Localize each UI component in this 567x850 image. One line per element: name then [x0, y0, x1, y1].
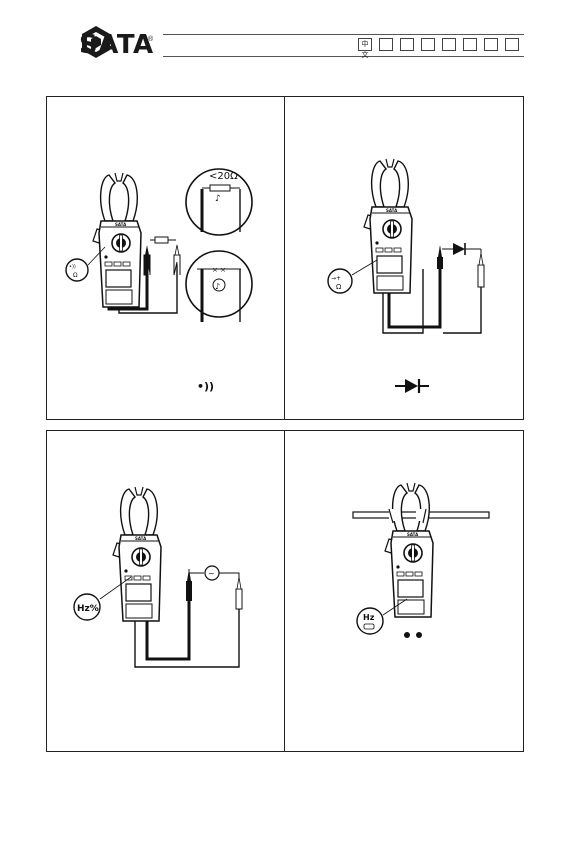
- language-tab[interactable]: [421, 38, 435, 51]
- dial-ohm-label: Ω: [336, 283, 342, 291]
- language-tab[interactable]: [400, 38, 414, 51]
- header-bottom-rule: [163, 56, 524, 57]
- language-tab[interactable]: [484, 38, 498, 51]
- panel-frequency-current: ~ Hz% Hz: [46, 430, 524, 752]
- header-top-rule: [163, 34, 524, 35]
- diode-symbol-icon: [395, 379, 429, 393]
- beep-note-icon: ♪: [215, 194, 221, 204]
- frequency-diagram: ~ Hz%: [47, 431, 284, 751]
- language-tab-zh[interactable]: 中文: [358, 38, 372, 51]
- continuity-diagram: •)) Ω <20Ω ♪ × × ♪ •)): [47, 97, 284, 419]
- registered-mark: ®: [148, 36, 153, 43]
- dial-frequency-label: Hz%: [77, 604, 99, 614]
- language-tab[interactable]: [379, 38, 393, 51]
- svg-text:× ×: × ×: [212, 266, 226, 274]
- language-tab[interactable]: [442, 38, 456, 51]
- dial-ohm-label: Ω: [73, 272, 78, 279]
- panel-continuity-diode: •)) Ω <20Ω ♪ × × ♪ •)): [46, 96, 524, 420]
- language-tab[interactable]: [463, 38, 477, 51]
- continuity-symbol: •)): [197, 380, 214, 393]
- ac-source-symbol: ~: [208, 569, 215, 578]
- dial-hz-label: Hz: [363, 613, 375, 622]
- diode-diagram: →+ Ω: [285, 97, 523, 419]
- language-tab[interactable]: [505, 38, 519, 51]
- svg-text:♪: ♪: [215, 282, 220, 291]
- resistance-threshold-label: <20Ω: [209, 171, 238, 182]
- brand-name: SATA: [79, 30, 154, 60]
- dial-continuity-label: •)): [69, 264, 76, 270]
- clamp-frequency-diagram: Hz: [285, 431, 523, 751]
- dial-diode-label: →+: [331, 275, 341, 282]
